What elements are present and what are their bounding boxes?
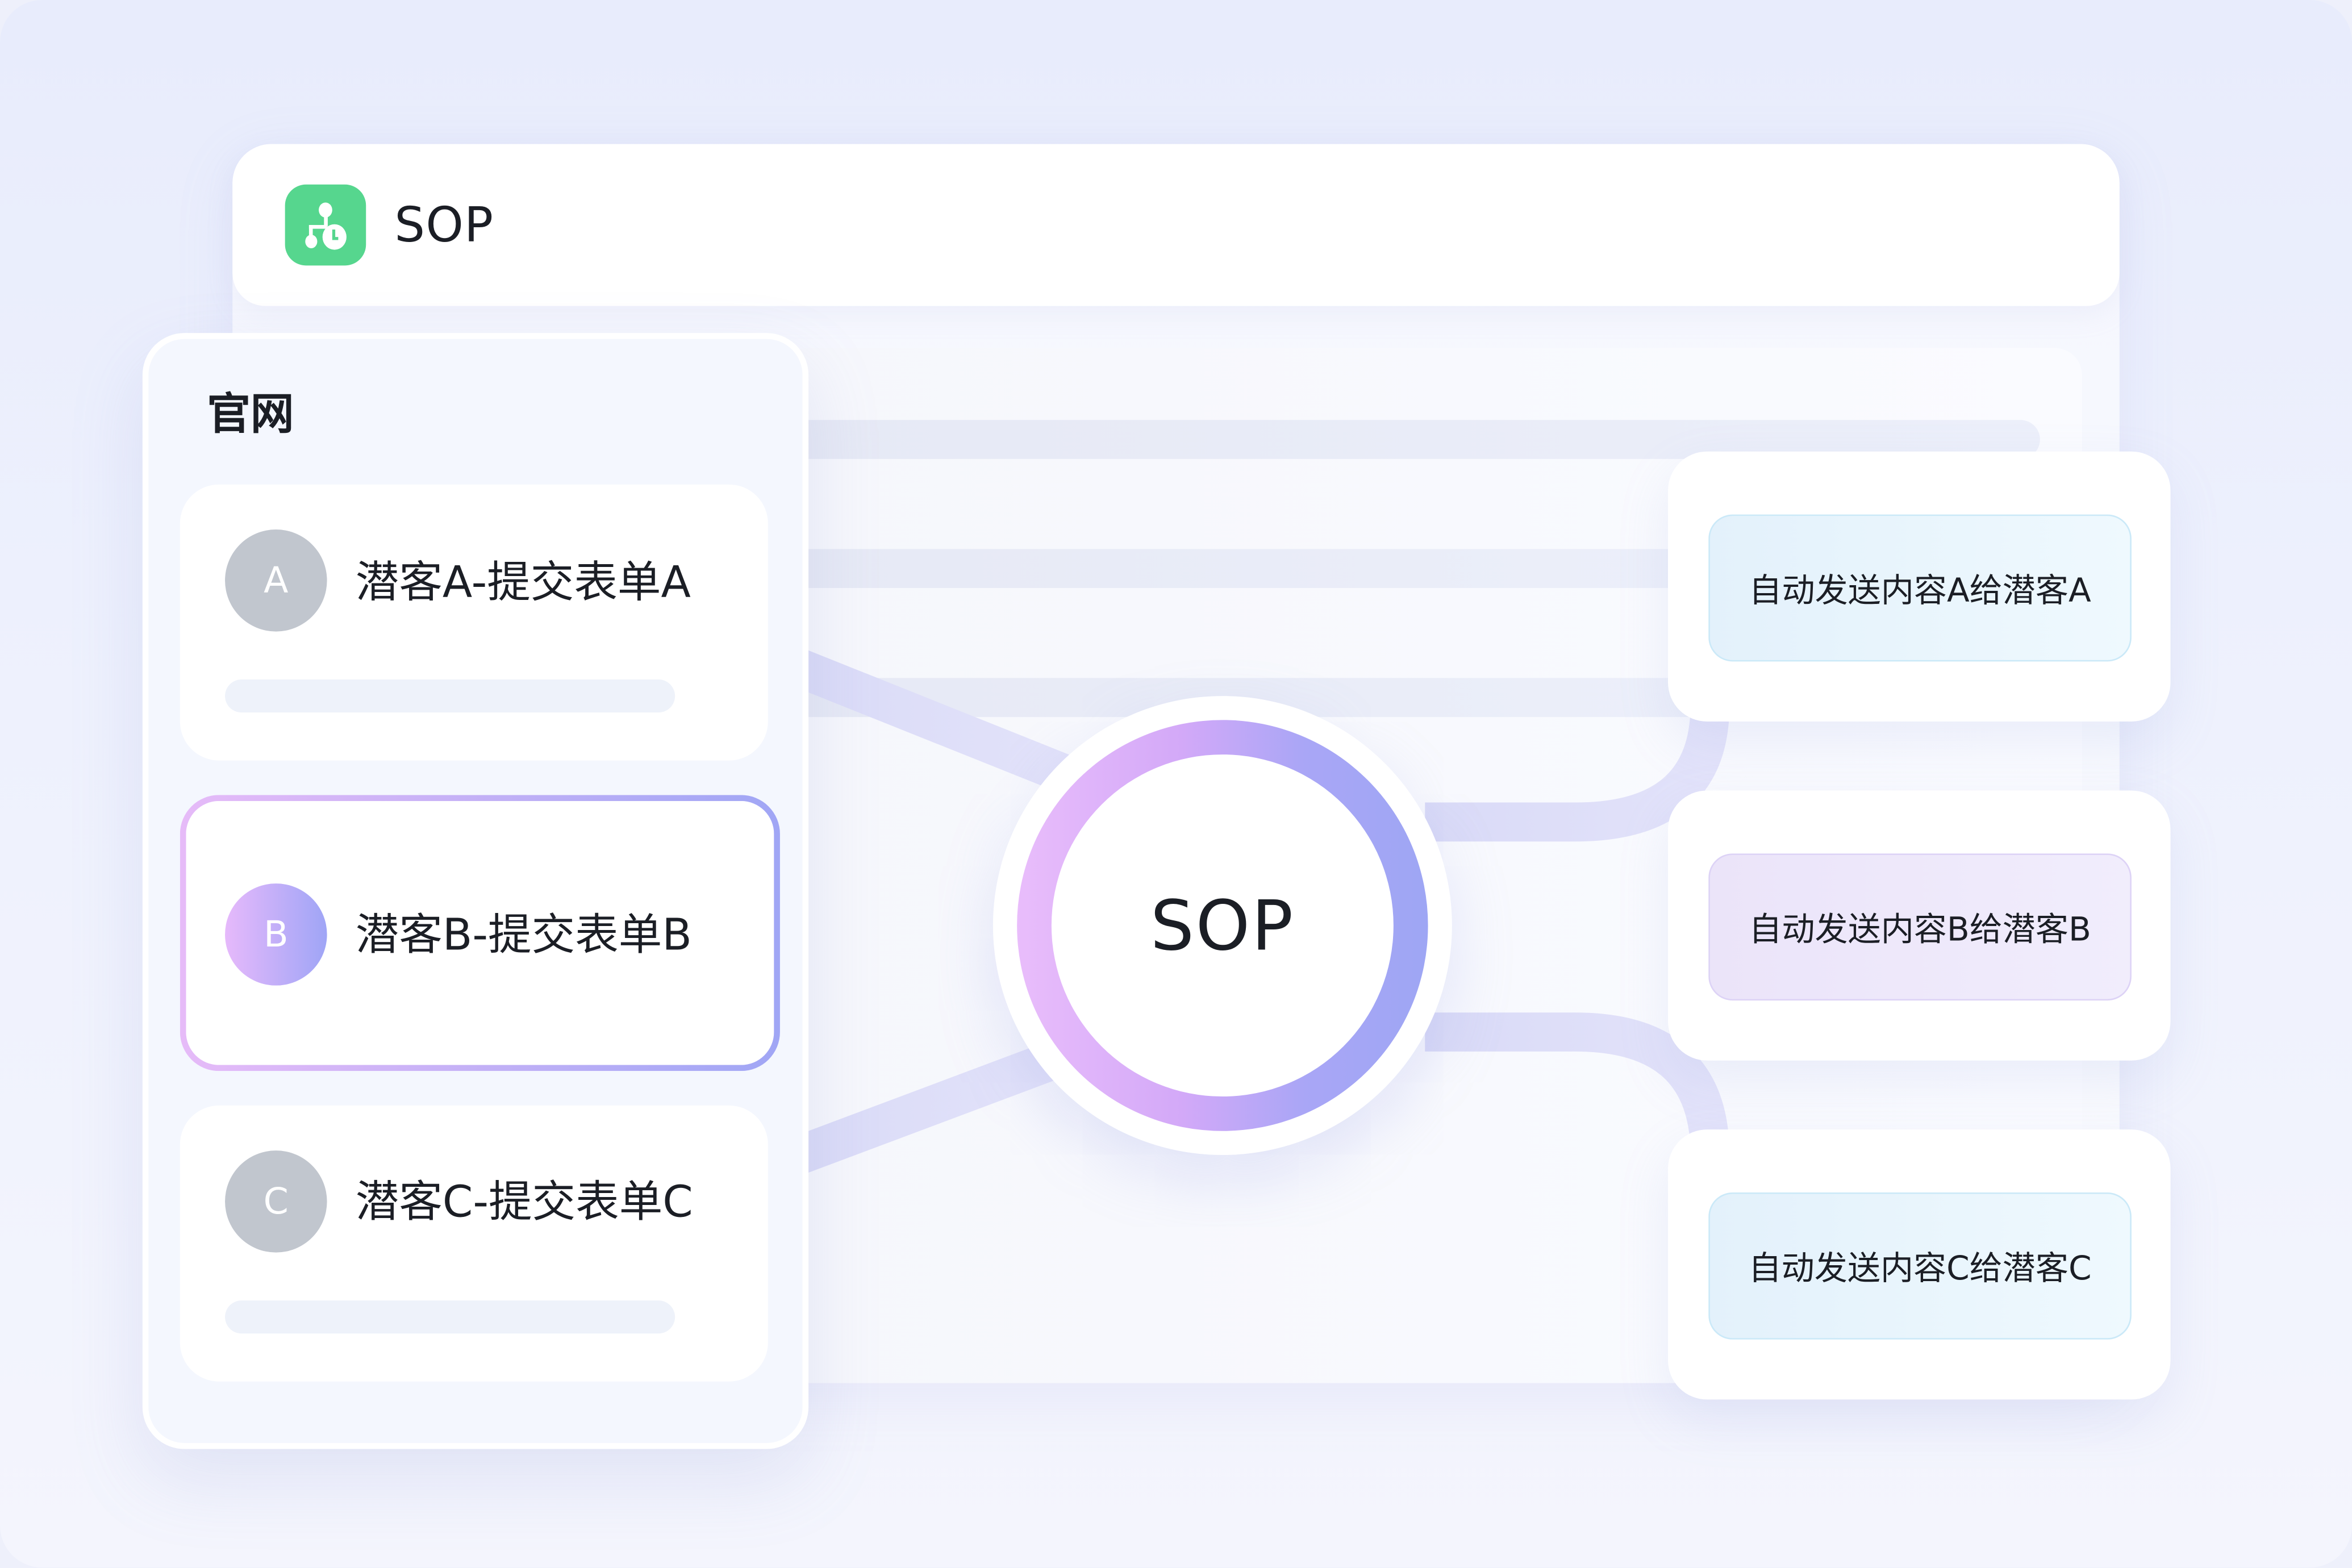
avatar-b: B	[225, 883, 327, 986]
workflow-clock-icon	[285, 184, 366, 266]
avatar-a: A	[225, 529, 327, 632]
placeholder-line	[225, 679, 675, 713]
action-label-b: 自动发送内容B给潜客B	[1749, 912, 2091, 950]
placeholder-line	[225, 1300, 675, 1334]
sop-hub-center: SOP	[1051, 754, 1394, 1097]
placeholder-row	[779, 549, 1710, 588]
title-bar	[232, 144, 2120, 306]
source-panel-title: 官网	[207, 388, 294, 440]
action-message-a: 自动发送内容A给潜客A	[1708, 514, 2132, 662]
lead-label-c: 潜客C-提交表单C	[355, 1175, 693, 1227]
lead-label-b: 潜客B-提交表单B	[355, 909, 692, 960]
app-title: SOP	[394, 196, 494, 254]
action-message-b: 自动发送内容B给潜客B	[1708, 853, 2132, 1001]
lead-label-a: 潜客A-提交表单A	[355, 556, 691, 608]
action-message-c: 自动发送内容C给潜客C	[1708, 1192, 2132, 1340]
action-label-c: 自动发送内容C给潜客C	[1748, 1251, 2092, 1289]
sop-hub-label: SOP	[1150, 885, 1295, 966]
action-label-a: 自动发送内容A给潜客A	[1749, 573, 2091, 611]
avatar-c: C	[225, 1150, 327, 1253]
